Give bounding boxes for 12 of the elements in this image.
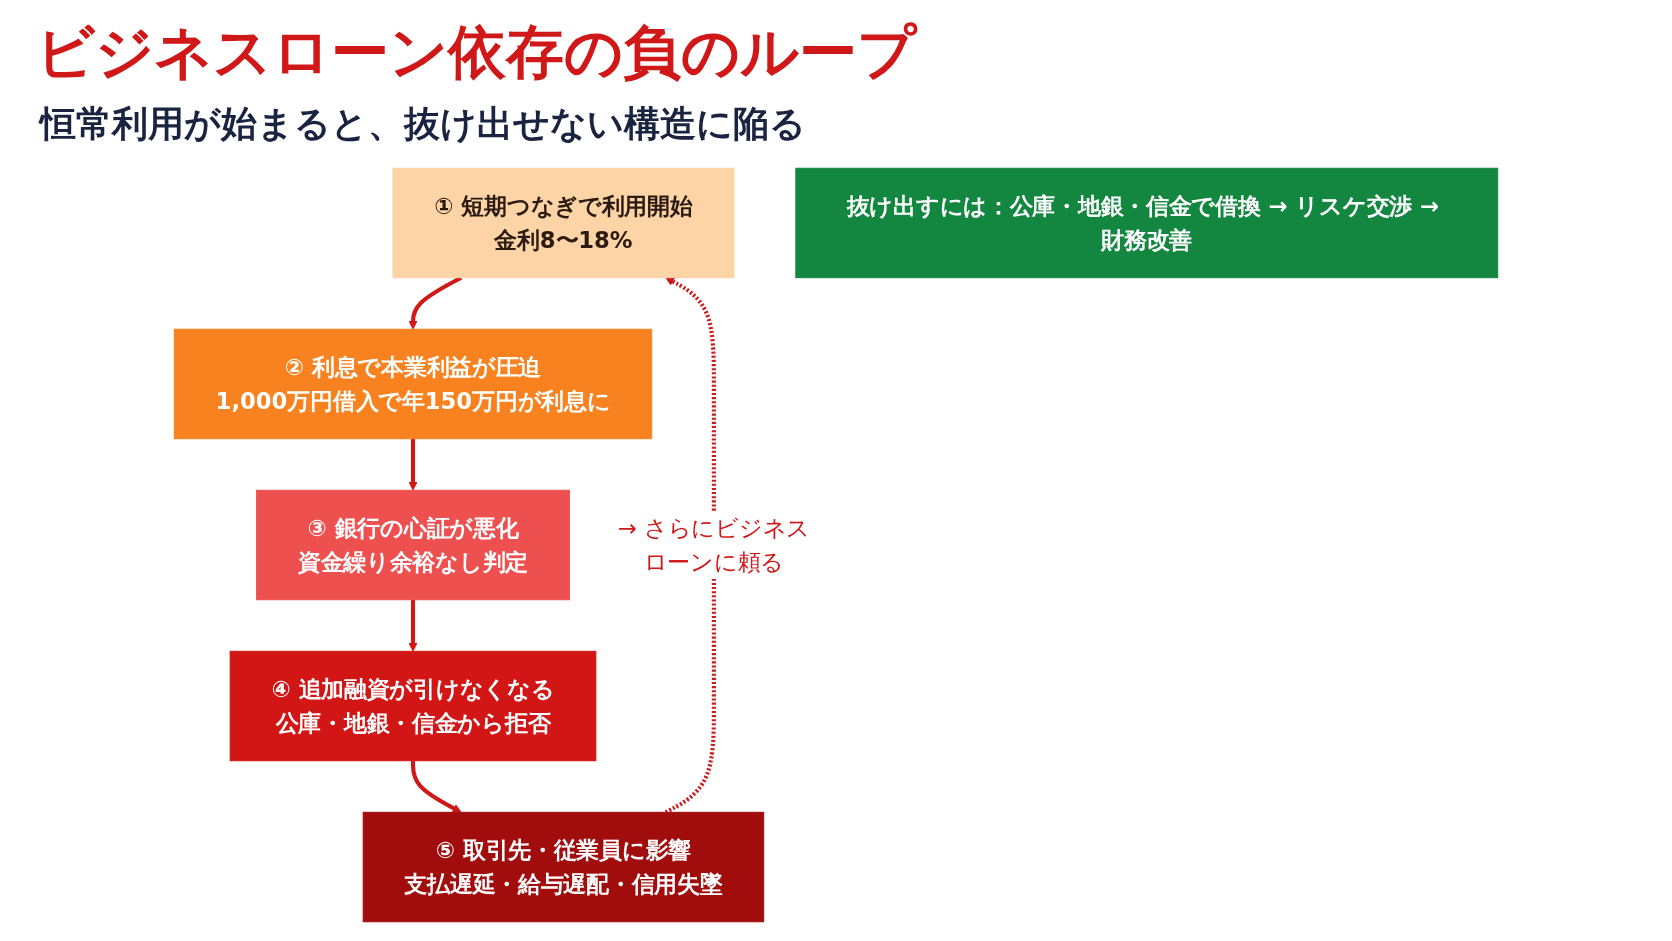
arrow — [410, 760, 462, 813]
node-box: ③ 銀行の心証が悪化 資金繰り余裕なし判定 — [256, 489, 570, 601]
arrow — [408, 438, 418, 491]
subtitle: 恒常利用が始まると、抜け出せない構造に陥る — [40, 102, 806, 146]
node-box: 抜け出すには：公庫・地銀・信金で借換 → リスケ交渉 → 財務改善 — [795, 167, 1499, 279]
arrow — [408, 599, 418, 652]
node-box: ② 利息で本業利益が圧迫 1,000万円借入で年150万円が利息に — [173, 328, 653, 440]
node-box: ④ 追加融資が引けなくなる 公庫・地銀・信金から拒否 — [229, 650, 597, 762]
node-box: ⑤ 取引先・従業員に影響 支払遅延・給与遅配・信用失墜 — [362, 811, 765, 923]
node-box: ① 短期つなぎで利用開始 金利8〜18% — [392, 167, 735, 279]
edge-label: → さらにビジネスローンに頼る — [617, 515, 811, 575]
title: ビジネスローン依存の負のループ — [36, 17, 916, 88]
